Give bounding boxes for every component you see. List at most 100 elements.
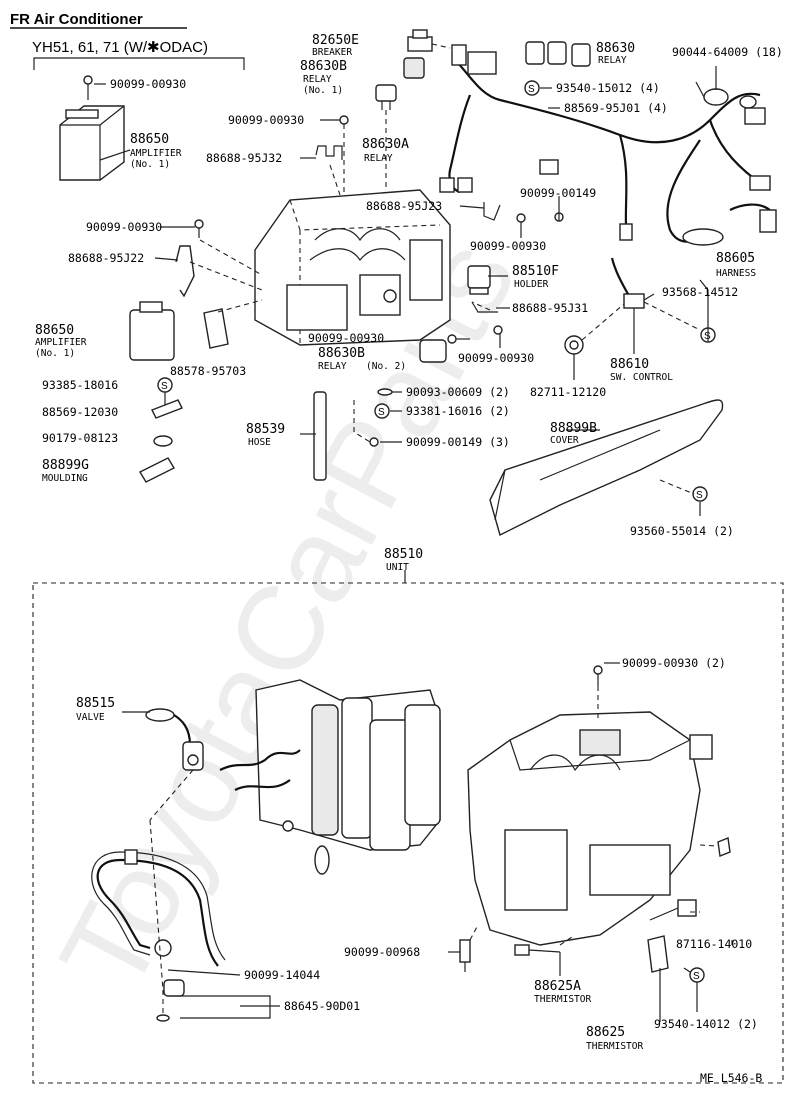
pressure-switch-part: [156, 979, 185, 1022]
label-88569-95j01: 88569-95J01 (4): [564, 101, 668, 115]
label-88539-name: HOSE: [248, 437, 271, 448]
label-88650-lower-name: AMPLIFIER: [35, 337, 87, 348]
unit-exploded-box: [32, 582, 784, 1084]
label-88569-12030: 88569-12030: [42, 405, 118, 419]
label-88688-95j32: 88688-95J32: [206, 151, 282, 165]
label-88625a-name: THERMISTOR: [534, 994, 591, 1005]
dashed-guides-bottom: [149, 686, 719, 1015]
label-90099-00968: 90099-00968: [344, 945, 420, 959]
label-88605-name: HARNESS: [716, 268, 756, 279]
refrigerant-pipe-part: [91, 849, 226, 967]
label-90099-00930-b: 90099-00930: [228, 113, 304, 127]
label-88650-upper-number: 88650: [130, 132, 169, 147]
label-88515-name: VALVE: [76, 712, 105, 723]
svg-text:S: S: [696, 490, 703, 501]
label-88899g-number: 88899G: [42, 458, 89, 473]
label-90099-00930-f: 90099-00930: [458, 351, 534, 365]
label-82650e-name: BREAKER: [312, 47, 352, 58]
leader-lines-bottom: [122, 662, 733, 1022]
label-93381-16016: 93381-16016 (2): [406, 404, 510, 418]
label-88899b-name: COVER: [550, 435, 579, 446]
label-88610-number: 88610: [610, 357, 649, 372]
relay-88630a-part: [375, 84, 397, 110]
label-88688-95j23: 88688-95J23: [366, 199, 442, 213]
label-88688-95j31: 88688-95J31: [512, 301, 588, 315]
bracket-95j31-part: [471, 301, 498, 313]
label-90099-00930-e: 90099-00930: [308, 331, 384, 345]
svg-text:S: S: [693, 971, 700, 982]
heater-case-part: [467, 665, 713, 946]
hose-part: [313, 391, 327, 481]
label-88630a-number: 88630A: [362, 137, 409, 152]
label-88630b-number: 88630B: [300, 59, 347, 74]
svg-text:S: S: [528, 84, 535, 95]
bracket-95j32-part: [315, 145, 343, 160]
leader-lines-top: [94, 66, 717, 516]
breaker-part: [407, 29, 433, 52]
label-90099-14044: 90099-14044: [244, 968, 320, 982]
label-93560-55014: 93560-55014 (2): [630, 524, 734, 538]
part-labels: 82650E BREAKER 88630B RELAY (No. 1) 8863…: [35, 33, 783, 1052]
s-symbol-bottom: S: [689, 967, 705, 983]
label-88515-number: 88515: [76, 696, 115, 711]
label-88645-90d01: 88645-90D01: [284, 999, 360, 1013]
pad-part: [203, 308, 229, 349]
bracket-95j22-part: [175, 245, 195, 298]
ac-assembly-top-part: [254, 189, 451, 346]
label-88510-number: 88510: [384, 547, 423, 562]
wire-harness-part: [439, 44, 777, 246]
expansion-valve-part: [145, 708, 204, 771]
label-90093-00609: 90093-00609 (2): [406, 385, 510, 399]
label-90099-00930-c: 90099-00930: [470, 239, 546, 253]
amplifier-upper-part: [59, 75, 125, 181]
label-88510f-number: 88510F: [512, 264, 559, 279]
label-88610-name: SW. CONTROL: [610, 372, 673, 383]
label-88630b-no2-sub: (No. 2): [366, 361, 406, 372]
label-88650-lower-sub: (No. 1): [35, 348, 75, 359]
evaporator-part: [219, 679, 441, 875]
label-87116-14010: 87116-14010: [676, 937, 752, 951]
label-90044-64009: 90044-64009 (18): [672, 45, 783, 59]
model-bracket: [33, 57, 245, 70]
relay-no2-part: [419, 339, 447, 363]
svg-text:S: S: [161, 381, 168, 392]
label-88578-95703: 88578-95703: [170, 364, 246, 378]
grommet-part: [564, 335, 584, 355]
label-90099-00930-2: 90099-00930 (2): [622, 656, 726, 670]
label-88650-lower-number: 88650: [35, 323, 74, 338]
clips-left-part: [139, 399, 183, 483]
svg-text:S: S: [378, 407, 385, 418]
label-88650-upper-name: AMPLIFIER: [130, 148, 182, 159]
holder-part: [467, 265, 491, 295]
label-88625a-number: 88625A: [534, 979, 581, 994]
label-90099-00149: 90099-00149: [520, 186, 596, 200]
label-88625-name: THERMISTOR: [586, 1041, 643, 1052]
page-title: FR Air Conditioner: [10, 11, 143, 28]
label-90099-00930-a: 90099-00930: [110, 77, 186, 91]
relay-no1-part: [403, 57, 425, 79]
label-90099-00930-d: 90099-00930: [86, 220, 162, 234]
model-subtitle: YH51, 61, 71 (W/✱ODAC): [32, 39, 208, 56]
label-93540-15012: 93540-15012 (4): [556, 81, 660, 95]
amplifier-lower-part: [129, 301, 175, 361]
bracket-95j23-part: [483, 202, 501, 221]
drawing-code: ME L546-B: [700, 1071, 762, 1085]
cover-part: [489, 399, 724, 537]
label-88630-number: 88630: [596, 41, 635, 56]
label-88510f-name: HOLDER: [514, 279, 549, 290]
label-88630b-sub: (No. 1): [303, 85, 343, 96]
label-88899b-number: 88899B: [550, 421, 597, 436]
label-93385-18016: 93385-18016: [42, 378, 118, 392]
label-88605-number: 88605: [716, 251, 755, 266]
label-88510-name: UNIT: [386, 562, 409, 573]
washer-part: [377, 388, 393, 396]
label-88688-95j22: 88688-95J22: [68, 251, 144, 265]
band-clamp-part: [695, 81, 729, 106]
switch-control-part: [610, 257, 645, 309]
label-88539-number: 88539: [246, 422, 285, 437]
label-88650-upper-sub: (No. 1): [130, 159, 170, 170]
dashed-guides-top: [189, 43, 701, 495]
bolt-00968-part: [459, 939, 471, 972]
